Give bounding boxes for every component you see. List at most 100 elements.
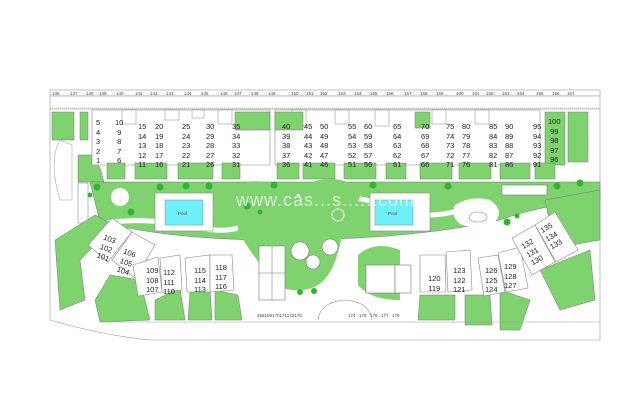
unit-label: 25 [182,122,191,131]
parking-space: 153 [338,91,346,96]
unit-column: 50 49 48 47 46 [320,122,328,170]
unit-label: 112 [163,268,175,277]
unit-label: 63 [393,141,402,150]
unit-label: 28 [206,141,215,150]
unit-label: 33 [232,141,241,150]
unit-label: 24 [182,131,191,141]
unit-label: 38 [282,141,291,150]
unit-label: 70 [421,122,430,131]
unit-label: 17 [155,150,164,160]
unit-label: 78 [462,141,471,150]
unit-label: 114 [194,275,206,285]
parking-space: 140 [116,91,124,96]
parking-space: 150 [291,91,299,96]
unit-column: 5 4 3 2 1 [96,118,100,166]
unit-column: 95 94 93 92 91 [533,122,541,170]
unit-label: 6 [117,156,122,165]
unit-label: 74 [446,131,455,141]
parking-space: 174 [348,313,356,318]
unit-column: 20 19 18 17 16 [155,122,163,170]
unit-label: 108 [146,275,159,285]
parking-space: 164 [517,91,525,96]
unit-label: 69 [421,131,430,141]
parking-space: 160 [456,91,464,96]
unit-label: 56 [364,160,373,169]
unit-label: 110 [163,287,175,296]
unit-label: 128 [504,271,517,281]
parking-space: 155 [370,91,378,96]
parking-space: 163 [502,91,510,96]
unit-column: 118 117 116 [215,263,227,292]
parking-space: 138 [86,91,94,96]
unit-label: 15 [138,122,147,131]
unit-label: 123 [453,266,466,275]
unit-label: 100 [548,117,561,126]
parking-space: 154 [354,91,362,96]
unit-label: 92 [533,150,542,160]
unit-label: 121 [453,285,466,294]
unit-label: 89 [505,131,514,141]
parking-space: 136 [52,91,60,96]
unit-label: 77 [462,150,471,160]
parking-space: 147 [234,91,242,96]
unit-label: 21 [182,160,191,169]
unit-label: 42 [304,150,313,160]
unit-label: 58 [364,141,373,150]
unit-label: 119 [428,283,441,293]
unit-label: 68 [421,141,430,150]
unit-label: 39 [282,131,291,141]
unit-label: 85 [489,122,498,131]
parking-space: 149 [268,91,276,96]
unit-column: 123 122 121 [453,266,466,295]
unit-column: 112 111 110 [163,268,175,297]
parking-space: 178 [392,313,400,318]
unit-label: 44 [304,131,313,141]
parking-space: 166 [552,91,560,96]
unit-label: 126 [485,266,498,275]
unit-label: 84 [489,131,498,141]
unit-label: 2 [96,146,101,156]
unit-label: 96 [550,155,559,164]
unit-label: 55 [348,122,357,131]
unit-label: 59 [364,131,373,141]
parking-space: 141 [135,91,143,96]
unit-label: 57 [364,150,373,160]
unit-label: 52 [348,150,357,160]
parking-space: 162 [486,91,494,96]
unit-label: 129 [504,262,517,271]
unit-label: 13 [138,141,147,150]
unit-label: 9 [117,127,122,137]
unit-label: 111 [163,277,175,287]
unit-label: 41 [304,160,313,169]
unit-label: 29 [206,131,215,141]
unit-column: 70 69 68 67 66 [421,122,429,170]
pool-label: Pool [388,211,398,216]
parking-space: 176 [370,313,378,318]
unit-label: 94 [533,131,542,141]
unit-label: 118 [215,263,227,272]
unit-label: 120 [428,274,441,283]
parking-space: 157 [404,91,412,96]
pool-label: Pool [178,211,188,216]
unit-label: 1 [96,156,101,165]
unit-label: 71 [446,160,455,169]
parking-space: 152 [320,91,328,96]
unit-label: 80 [462,122,471,131]
unit-column: 60 59 58 57 56 [364,122,372,170]
unit-label: 117 [215,272,227,282]
unit-label: 72 [446,150,455,160]
unit-label: 82 [489,150,498,160]
unit-column: 25 24 23 22 21 [182,122,190,170]
unit-label: 64 [393,131,402,141]
unit-label: 97 [550,145,559,155]
unit-label: 115 [194,266,206,275]
parking-space: 156 [386,91,394,96]
unit-label: 75 [446,122,455,131]
unit-column: 15 14 13 12 11 [138,122,146,170]
unit-label: 19 [155,131,164,141]
unit-column: 30 29 28 27 26 [206,122,214,170]
unit-label: 3 [96,137,101,146]
unit-label: 53 [348,141,357,150]
unit-label: 11 [138,160,147,169]
